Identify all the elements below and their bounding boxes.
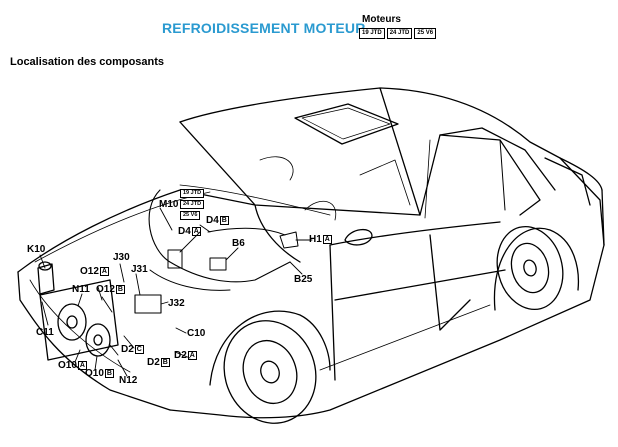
body-sill [169,189,605,419]
label-j30: J30 [113,252,130,263]
front-wheel-arch [209,310,331,386]
component-h1 [279,231,299,249]
engine-badges: 19 JTD 24 JTD 25 V6 [359,28,437,39]
front-bumper [17,271,171,411]
label-b6: B6 [232,238,245,249]
label-n11: N11 [72,284,90,295]
label-c10: C10 [187,328,206,339]
label-j32: J32 [168,298,185,309]
engine-badge-25v6: 25 V6 [414,28,437,39]
expansion-tank [37,263,55,295]
fan-left [57,303,87,341]
side-mirror [344,229,373,246]
label-j31: J31 [131,264,148,275]
fan-right [85,323,111,357]
label-k10: K10 [27,244,46,255]
m10-tag-19jtd: 19 JTD [180,189,205,198]
label-c11: C11 [36,327,54,338]
roof-outline [179,87,603,191]
hood [17,189,301,273]
radiator [39,279,119,361]
component-j32 [134,294,162,314]
rear-wheel [496,225,564,311]
front-wheel [223,320,317,424]
label-m10: M10 [159,199,179,210]
label-n12: N12 [119,375,138,386]
sunroof [294,103,399,145]
door-rear [429,234,471,331]
m10-tag-24jtd: 24 JTD [180,200,205,209]
section-subtitle: Localisation des composants [10,56,165,68]
engine-badge-19jtd: 19 JTD [359,28,385,39]
component-d4 [167,249,183,269]
windshield [179,87,421,216]
label-b25: B25 [294,274,313,285]
engine-badge-24jtd: 24 JTD [386,28,413,39]
wiring-harness [148,189,291,283]
component-b6 [209,257,227,271]
m10-tag-25v6: 25 V6 [180,211,201,220]
engines-label: Moteurs [362,14,401,25]
door-front [329,244,336,381]
page-title: REFROIDISSEMENT MOTEUR [162,20,366,36]
